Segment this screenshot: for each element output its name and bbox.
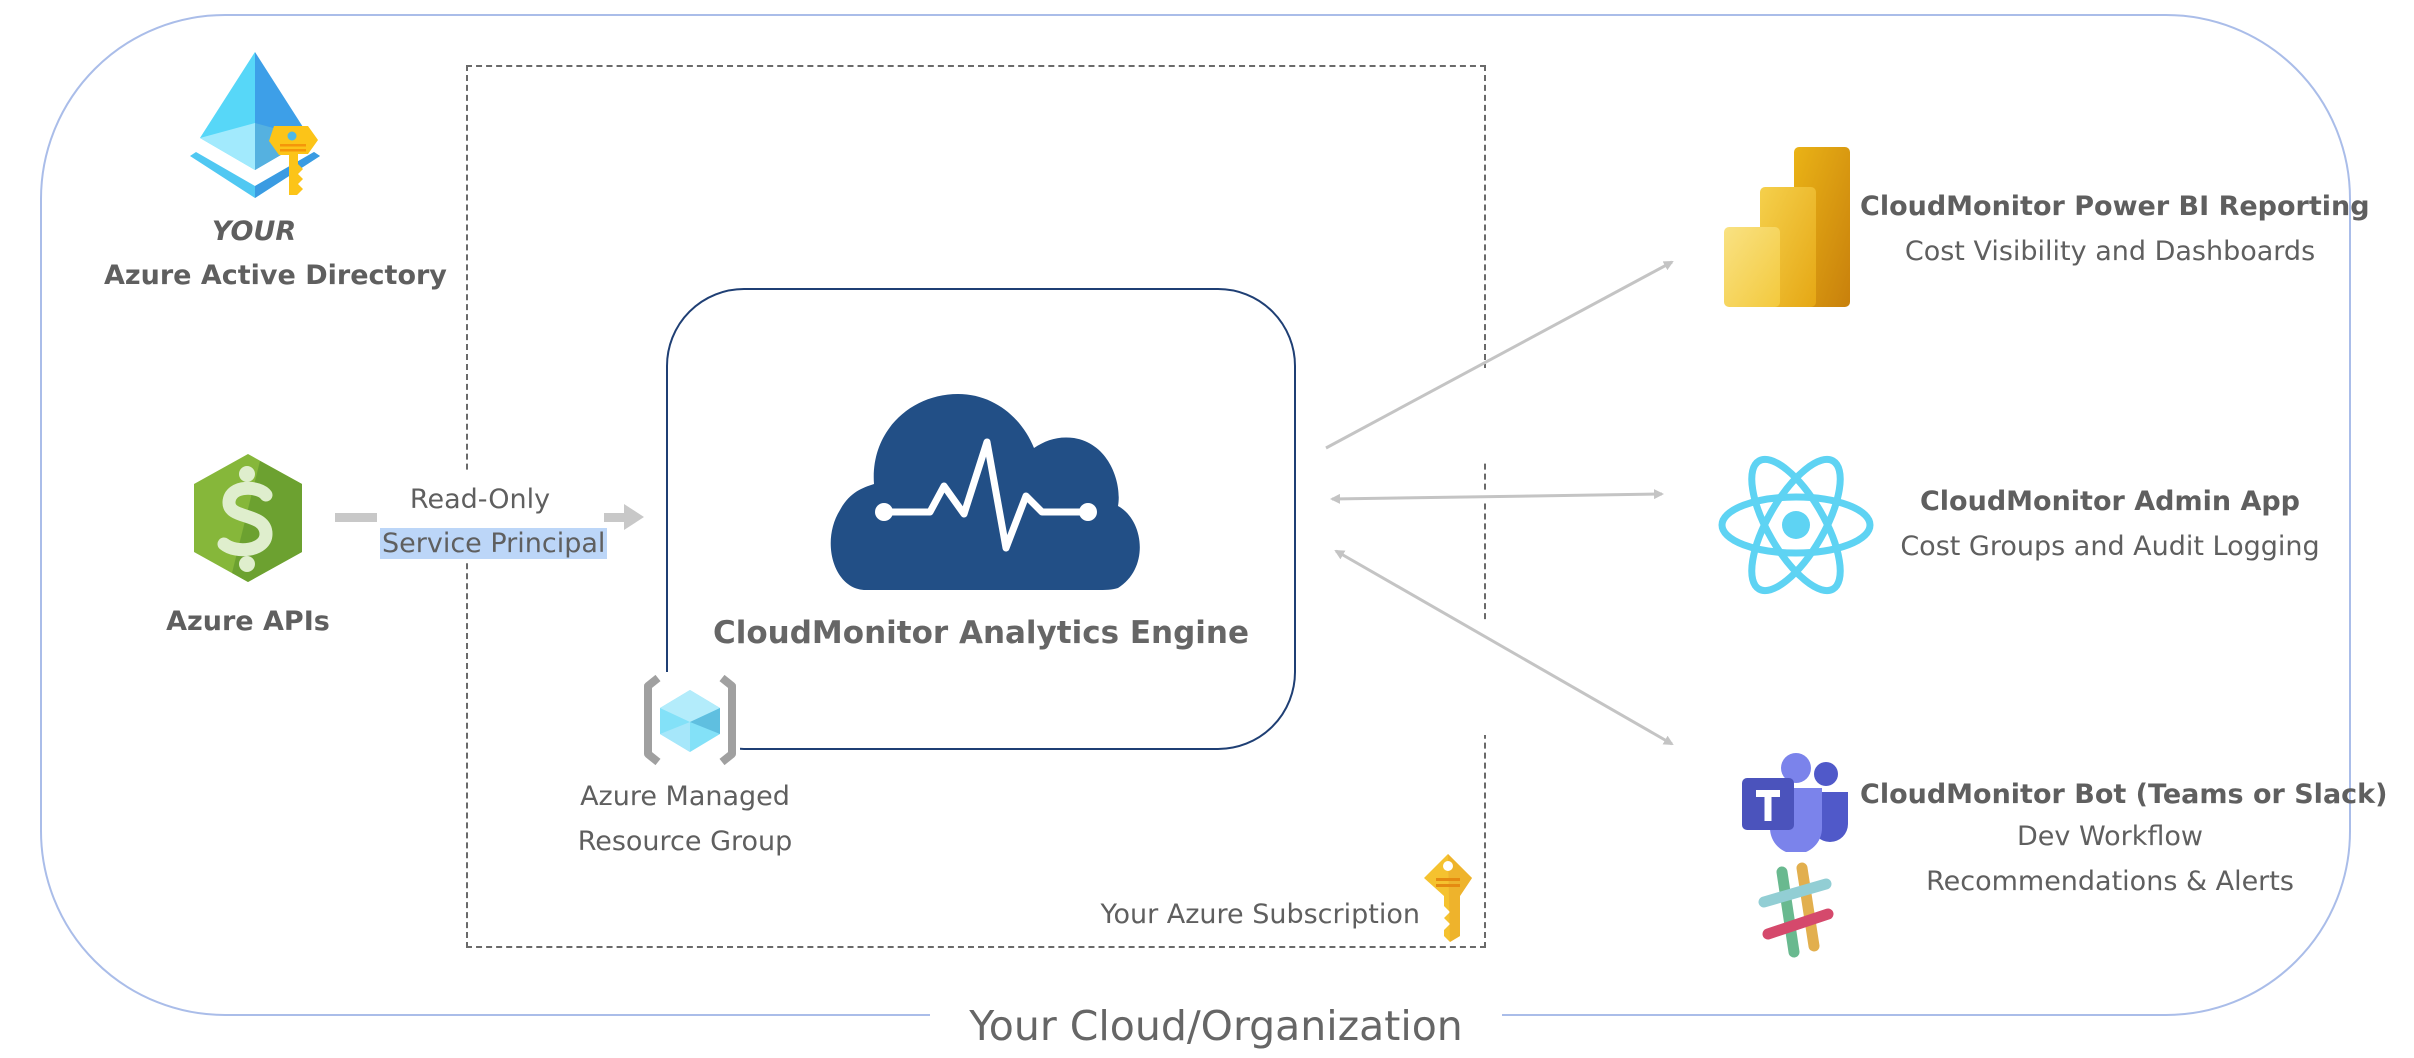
resource-group-line2: Resource Group <box>577 826 793 857</box>
power-bi-icon[interactable] <box>1722 145 1852 310</box>
active-directory-prefix: YOUR <box>211 216 297 247</box>
azure-cost-management-icon <box>188 450 308 586</box>
active-directory-label: Azure Active Directory <box>104 260 447 291</box>
organization-label: Your Cloud/Organization <box>930 996 1502 1056</box>
output-title-bot: CloudMonitor Bot (Teams or Slack) <box>1860 779 2388 810</box>
arrow-engine-admin-app <box>1330 489 1664 504</box>
subscription-label: Your Azure Subscription <box>1100 899 1420 930</box>
resource-group-icon <box>640 672 740 768</box>
arrow-engine-to-powerbi <box>1325 260 1674 450</box>
key-icon <box>1420 852 1476 942</box>
connection-line2: Service Principal <box>380 526 608 562</box>
teams-icon[interactable] <box>1738 752 1854 852</box>
output-subtitle-powerbi: Cost Visibility and Dashboards <box>1904 236 2316 267</box>
resource-group-line1: Azure Managed <box>580 781 790 812</box>
connector-arrow-icon <box>604 504 644 530</box>
cloud-pulse-icon <box>826 392 1144 592</box>
connection-line1: Read-Only <box>409 484 551 515</box>
analytics-engine-label: CloudMonitor Analytics Engine <box>712 615 1249 651</box>
output-title-admin-app: CloudMonitor Admin App <box>1919 486 2301 517</box>
connector-line <box>335 513 377 522</box>
output-title-powerbi: CloudMonitor Power BI Reporting <box>1860 191 2370 222</box>
subscription-boundary-gap <box>1480 368 1492 460</box>
output-subtitle-bot-2: Recommendations & Alerts <box>1926 866 2294 897</box>
service-principal-highlight: Service Principal <box>380 528 608 559</box>
azure-active-directory-icon <box>170 48 340 203</box>
output-subtitle-admin-app: Cost Groups and Audit Logging <box>1900 531 2320 562</box>
output-subtitle-bot-1: Dev Workflow <box>2017 821 2203 852</box>
slack-icon[interactable] <box>1758 862 1834 958</box>
azure-apis-label: Azure APIs <box>166 606 330 637</box>
react-icon[interactable] <box>1716 452 1876 598</box>
arrow-engine-bot <box>1334 549 1674 746</box>
